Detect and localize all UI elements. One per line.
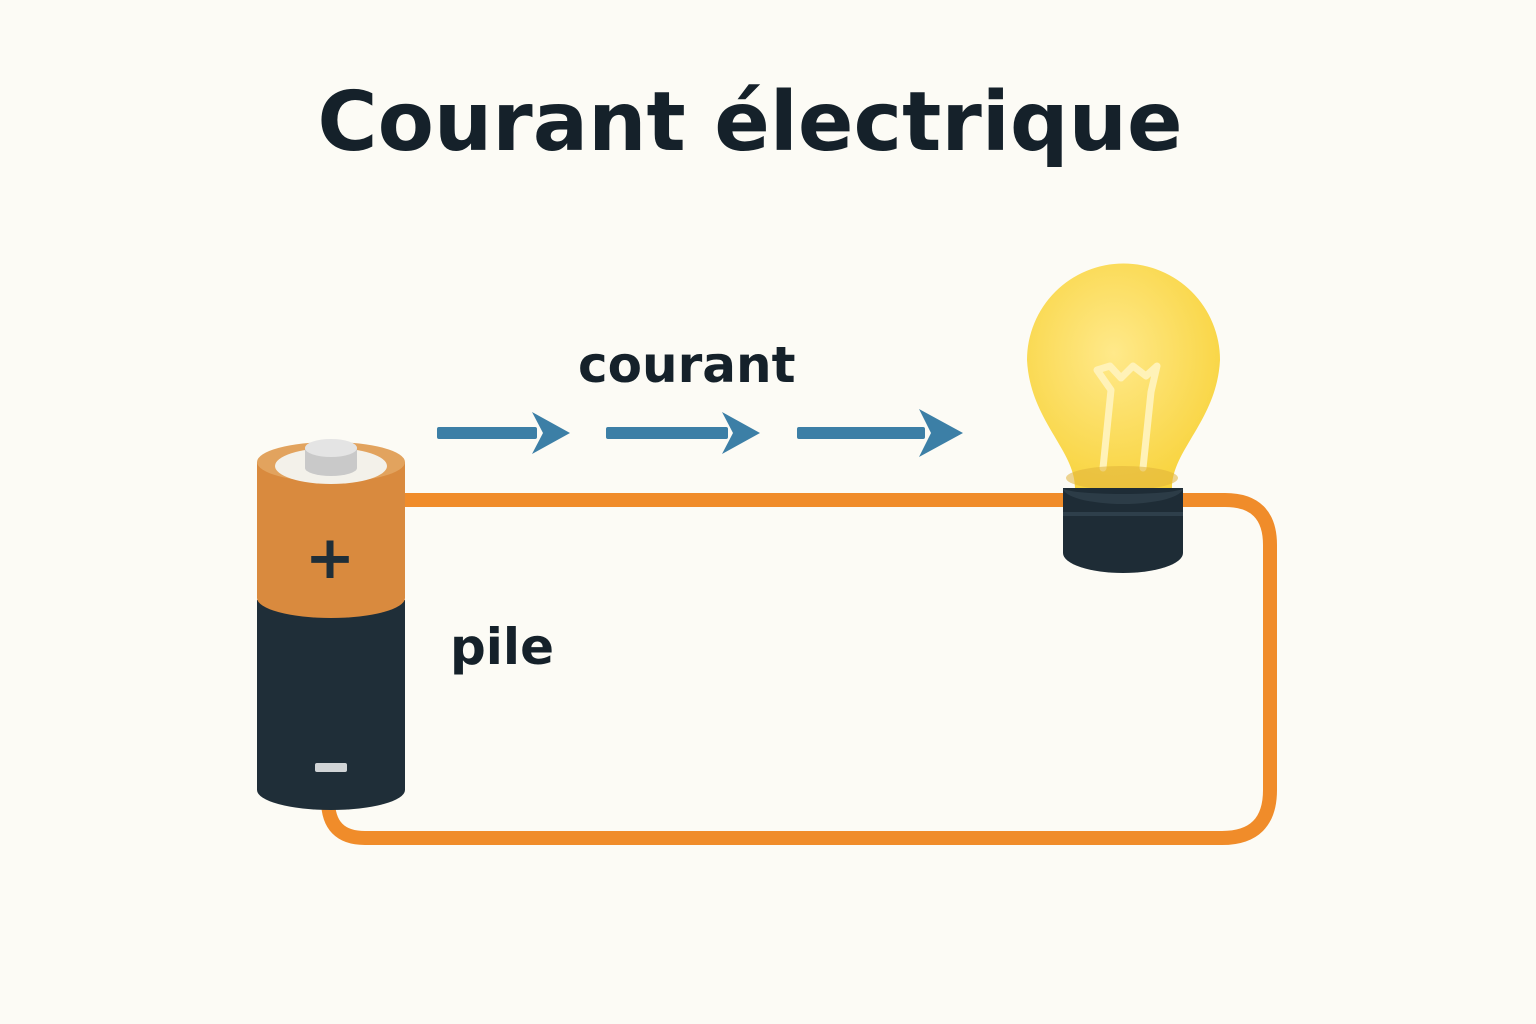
- page-title: Courant électrique: [317, 75, 1183, 170]
- circuit-wire: [321, 493, 1277, 845]
- current-arrow-icon: [606, 412, 760, 454]
- positive-terminal-symbol: +: [305, 523, 355, 593]
- current-arrow-icon: [437, 412, 570, 454]
- light-bulb-icon: [1027, 263, 1220, 573]
- battery-label: pile: [450, 618, 554, 676]
- battery-icon: +: [257, 439, 405, 810]
- current-arrow-icon: [797, 409, 963, 457]
- current-label: courant: [578, 336, 796, 394]
- negative-terminal-symbol: [315, 763, 347, 772]
